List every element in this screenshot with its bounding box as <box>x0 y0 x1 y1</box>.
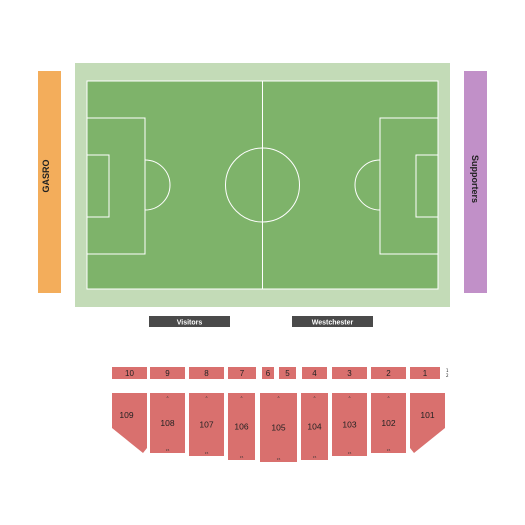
section-103[interactable]: 103 A 15 <box>332 393 367 456</box>
stand-supporters[interactable]: Supporters <box>464 71 487 293</box>
section-3-label: 3 <box>347 369 352 378</box>
section-104[interactable]: 104 A 15 <box>301 393 328 460</box>
section-107-label: 107 <box>199 420 213 430</box>
section-104-label: 104 <box>307 422 321 432</box>
stand-supporters-label: Supporters <box>470 155 480 203</box>
section-2[interactable]: 2 <box>371 367 406 379</box>
section-103-label: 103 <box>342 420 356 430</box>
section-106-label: 106 <box>234 422 248 432</box>
section-1-label: 1 <box>423 369 428 378</box>
section-2-label: 2 <box>386 369 391 378</box>
section-106[interactable]: 106 A 15 <box>228 393 255 460</box>
section-101-label: 101 <box>420 410 434 420</box>
row-top-label: A <box>348 395 351 399</box>
bench-westchester-label: Westchester <box>312 320 354 327</box>
row-bottom-label: 15 <box>205 451 209 455</box>
section-108-label: 108 <box>160 418 174 428</box>
section-3[interactable]: 3 <box>332 367 367 379</box>
front-row-extra-label: 1 <box>446 368 449 373</box>
pitch <box>75 63 450 307</box>
left-penalty-arc <box>144 159 171 211</box>
section-7[interactable]: 7 <box>228 367 256 379</box>
row-top-label: A <box>387 395 390 399</box>
left-goal-box <box>86 154 110 218</box>
bench-westchester: Westchester <box>292 316 373 327</box>
section-1[interactable]: 1 <box>410 367 440 379</box>
row-top-label: A <box>205 395 208 399</box>
section-9-label: 9 <box>165 369 170 378</box>
stand-gasro-label: GASRO <box>41 159 51 192</box>
row-top-label: A <box>240 395 243 399</box>
section-6-label: 6 <box>266 369 271 378</box>
section-10[interactable]: 10 <box>112 367 147 379</box>
section-9[interactable]: 9 <box>150 367 185 379</box>
section-5-label: 5 <box>285 369 290 378</box>
centre-circle <box>225 147 300 223</box>
section-4-label: 4 <box>312 369 317 378</box>
section-6[interactable]: 6 <box>262 367 274 379</box>
section-105-label: 105 <box>271 423 285 433</box>
row-top-label: A <box>277 395 280 399</box>
section-107[interactable]: 107 A 15 <box>189 393 224 456</box>
section-102[interactable]: 102 A 15 <box>371 393 406 453</box>
section-109[interactable]: 109 <box>112 393 147 453</box>
row-bottom-label: 15 <box>240 455 244 459</box>
row-bottom-label: 15 <box>277 457 281 461</box>
row-top-label: A <box>313 395 316 399</box>
stand-gasro[interactable]: GASRO <box>38 71 61 293</box>
section-101[interactable]: 101 <box>410 393 445 453</box>
row-bottom-label: 15 <box>387 448 391 452</box>
section-4[interactable]: 4 <box>302 367 327 379</box>
section-108[interactable]: 108 A 15 <box>150 393 185 453</box>
right-penalty-arc <box>354 159 381 211</box>
section-105[interactable]: 105 A 15 <box>260 393 297 462</box>
section-10-label: 10 <box>125 369 134 378</box>
section-109-label: 109 <box>119 410 133 420</box>
row-bottom-label: 15 <box>166 448 170 452</box>
row-bottom-label: 15 <box>313 455 317 459</box>
bench-visitors: Visitors <box>149 316 230 327</box>
bench-visitors-label: Visitors <box>177 320 203 327</box>
row-top-label: A <box>166 395 169 399</box>
right-goal-box <box>415 154 439 218</box>
section-7-label: 7 <box>240 369 245 378</box>
section-102-label: 102 <box>381 418 395 428</box>
row-bottom-label: 15 <box>348 451 352 455</box>
front-row-extra-label: 2 <box>446 373 449 378</box>
section-5[interactable]: 5 <box>279 367 296 379</box>
section-8-label: 8 <box>204 369 209 378</box>
section-8[interactable]: 8 <box>189 367 224 379</box>
lower-sections: 109108A15107A15106A15105A15104A15103A151… <box>112 393 445 462</box>
